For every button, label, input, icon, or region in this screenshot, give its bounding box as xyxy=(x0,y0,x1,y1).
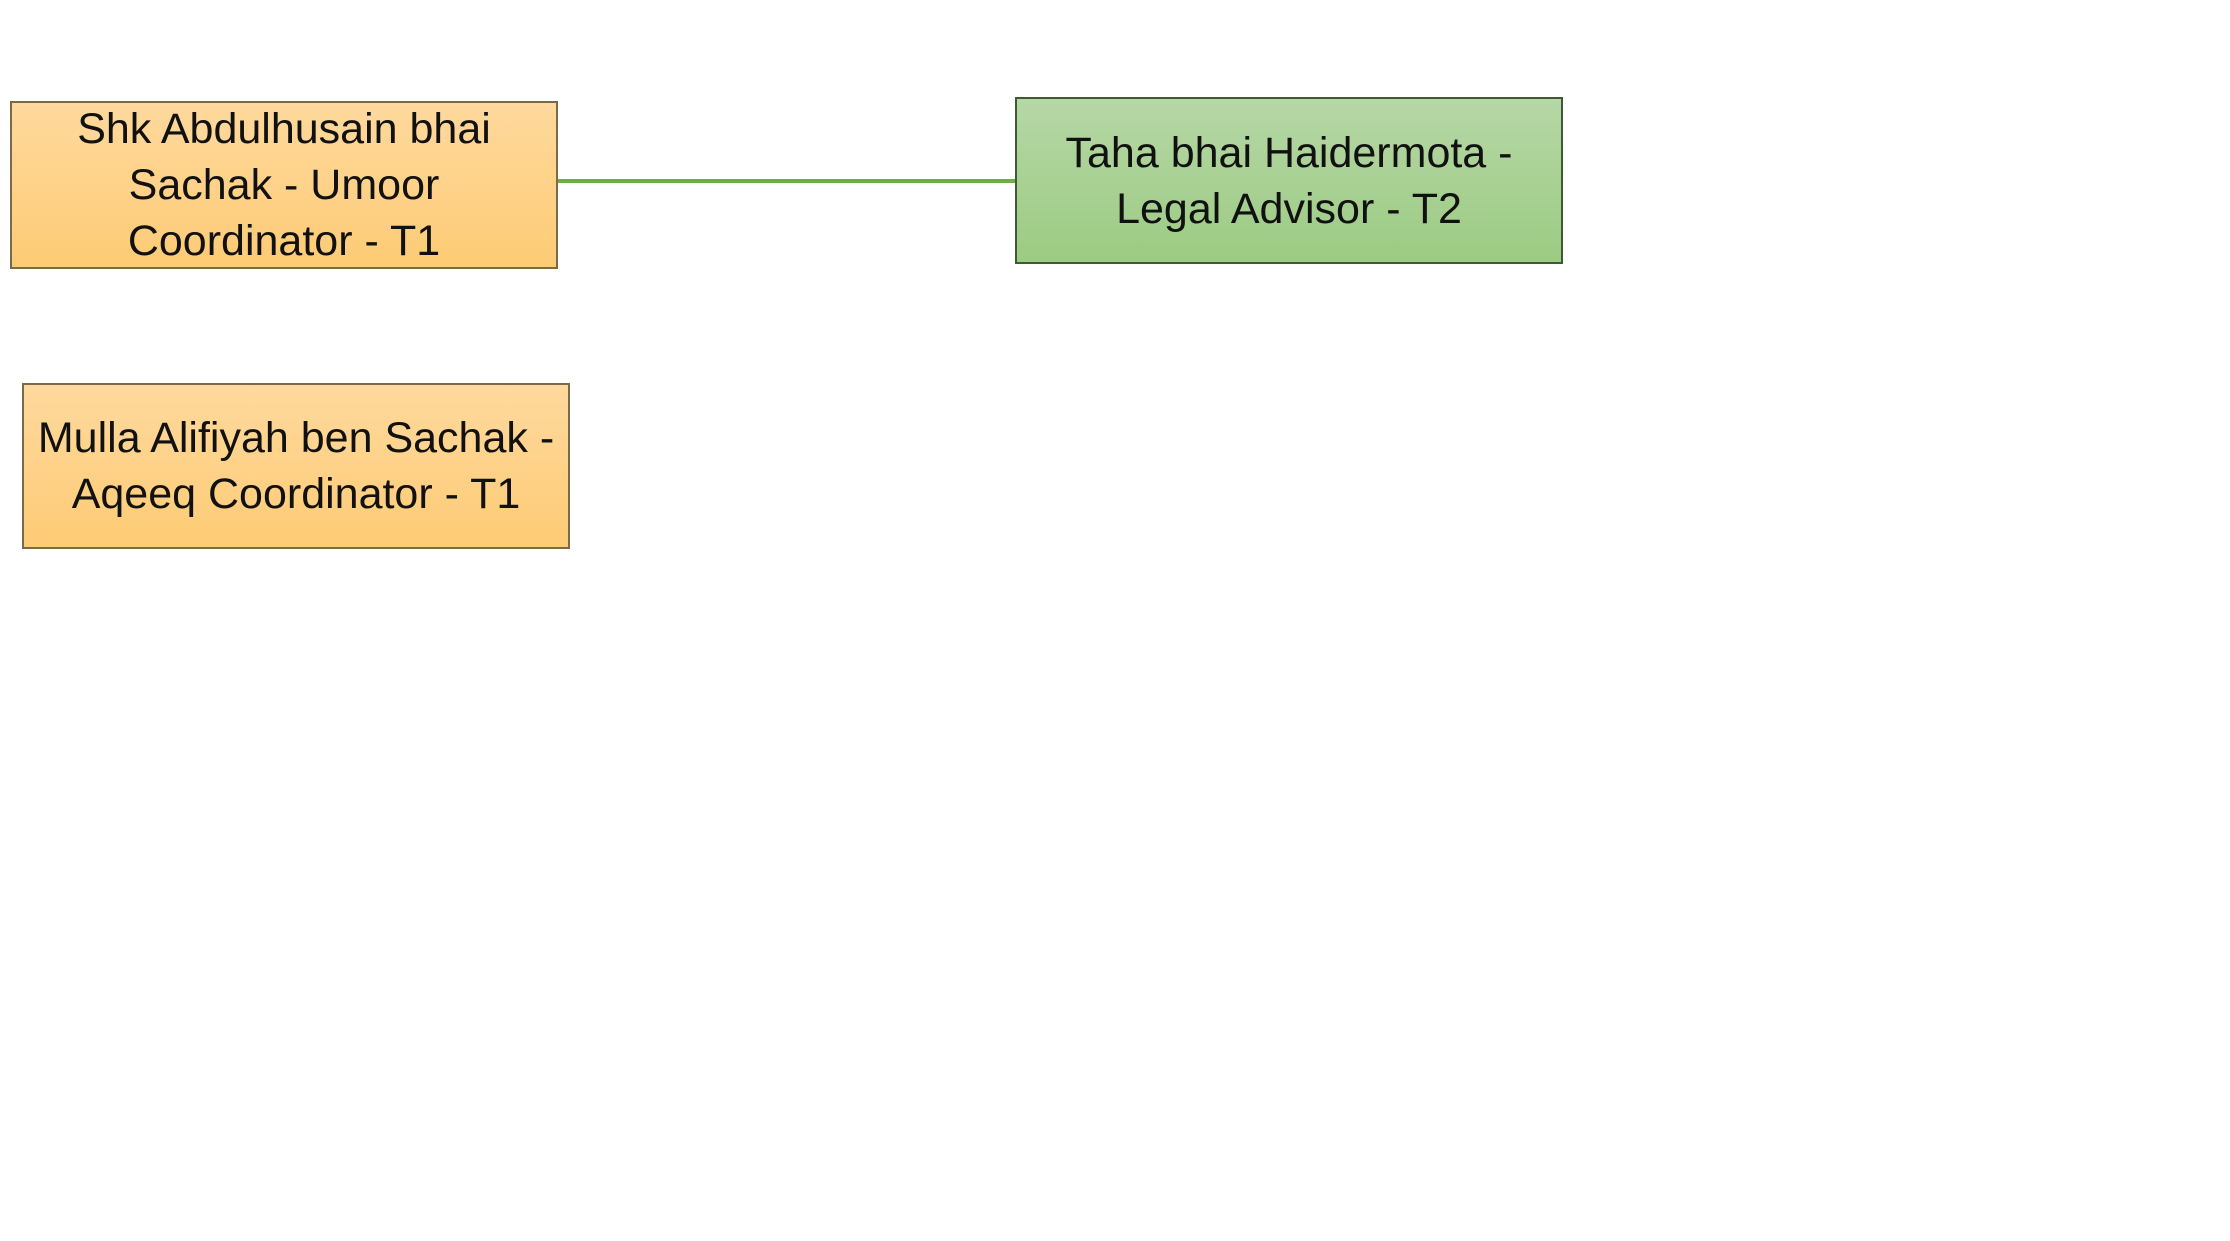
node-legal-label: Taha bhai Haidermota - Legal Advisor - T… xyxy=(1065,128,1513,233)
node-aqeeq-label: Mulla Alifiyah ben Sachak - Aqeeq Coordi… xyxy=(37,414,555,518)
node-legal-advisor[interactable]: Taha bhai Haidermota - Legal Advisor - T… xyxy=(1015,97,1563,264)
connector-umoor-legal xyxy=(558,179,1015,183)
node-umoor-coordinator[interactable]: Shk Abdulhusain bhai Sachak - Umoor Coor… xyxy=(10,101,558,269)
node-aqeeq-coordinator[interactable]: Mulla Alifiyah ben Sachak - Aqeeq Coordi… xyxy=(22,383,570,549)
node-umoor-label: Shk Abdulhusain bhai Sachak - Umoor Coor… xyxy=(77,105,491,265)
